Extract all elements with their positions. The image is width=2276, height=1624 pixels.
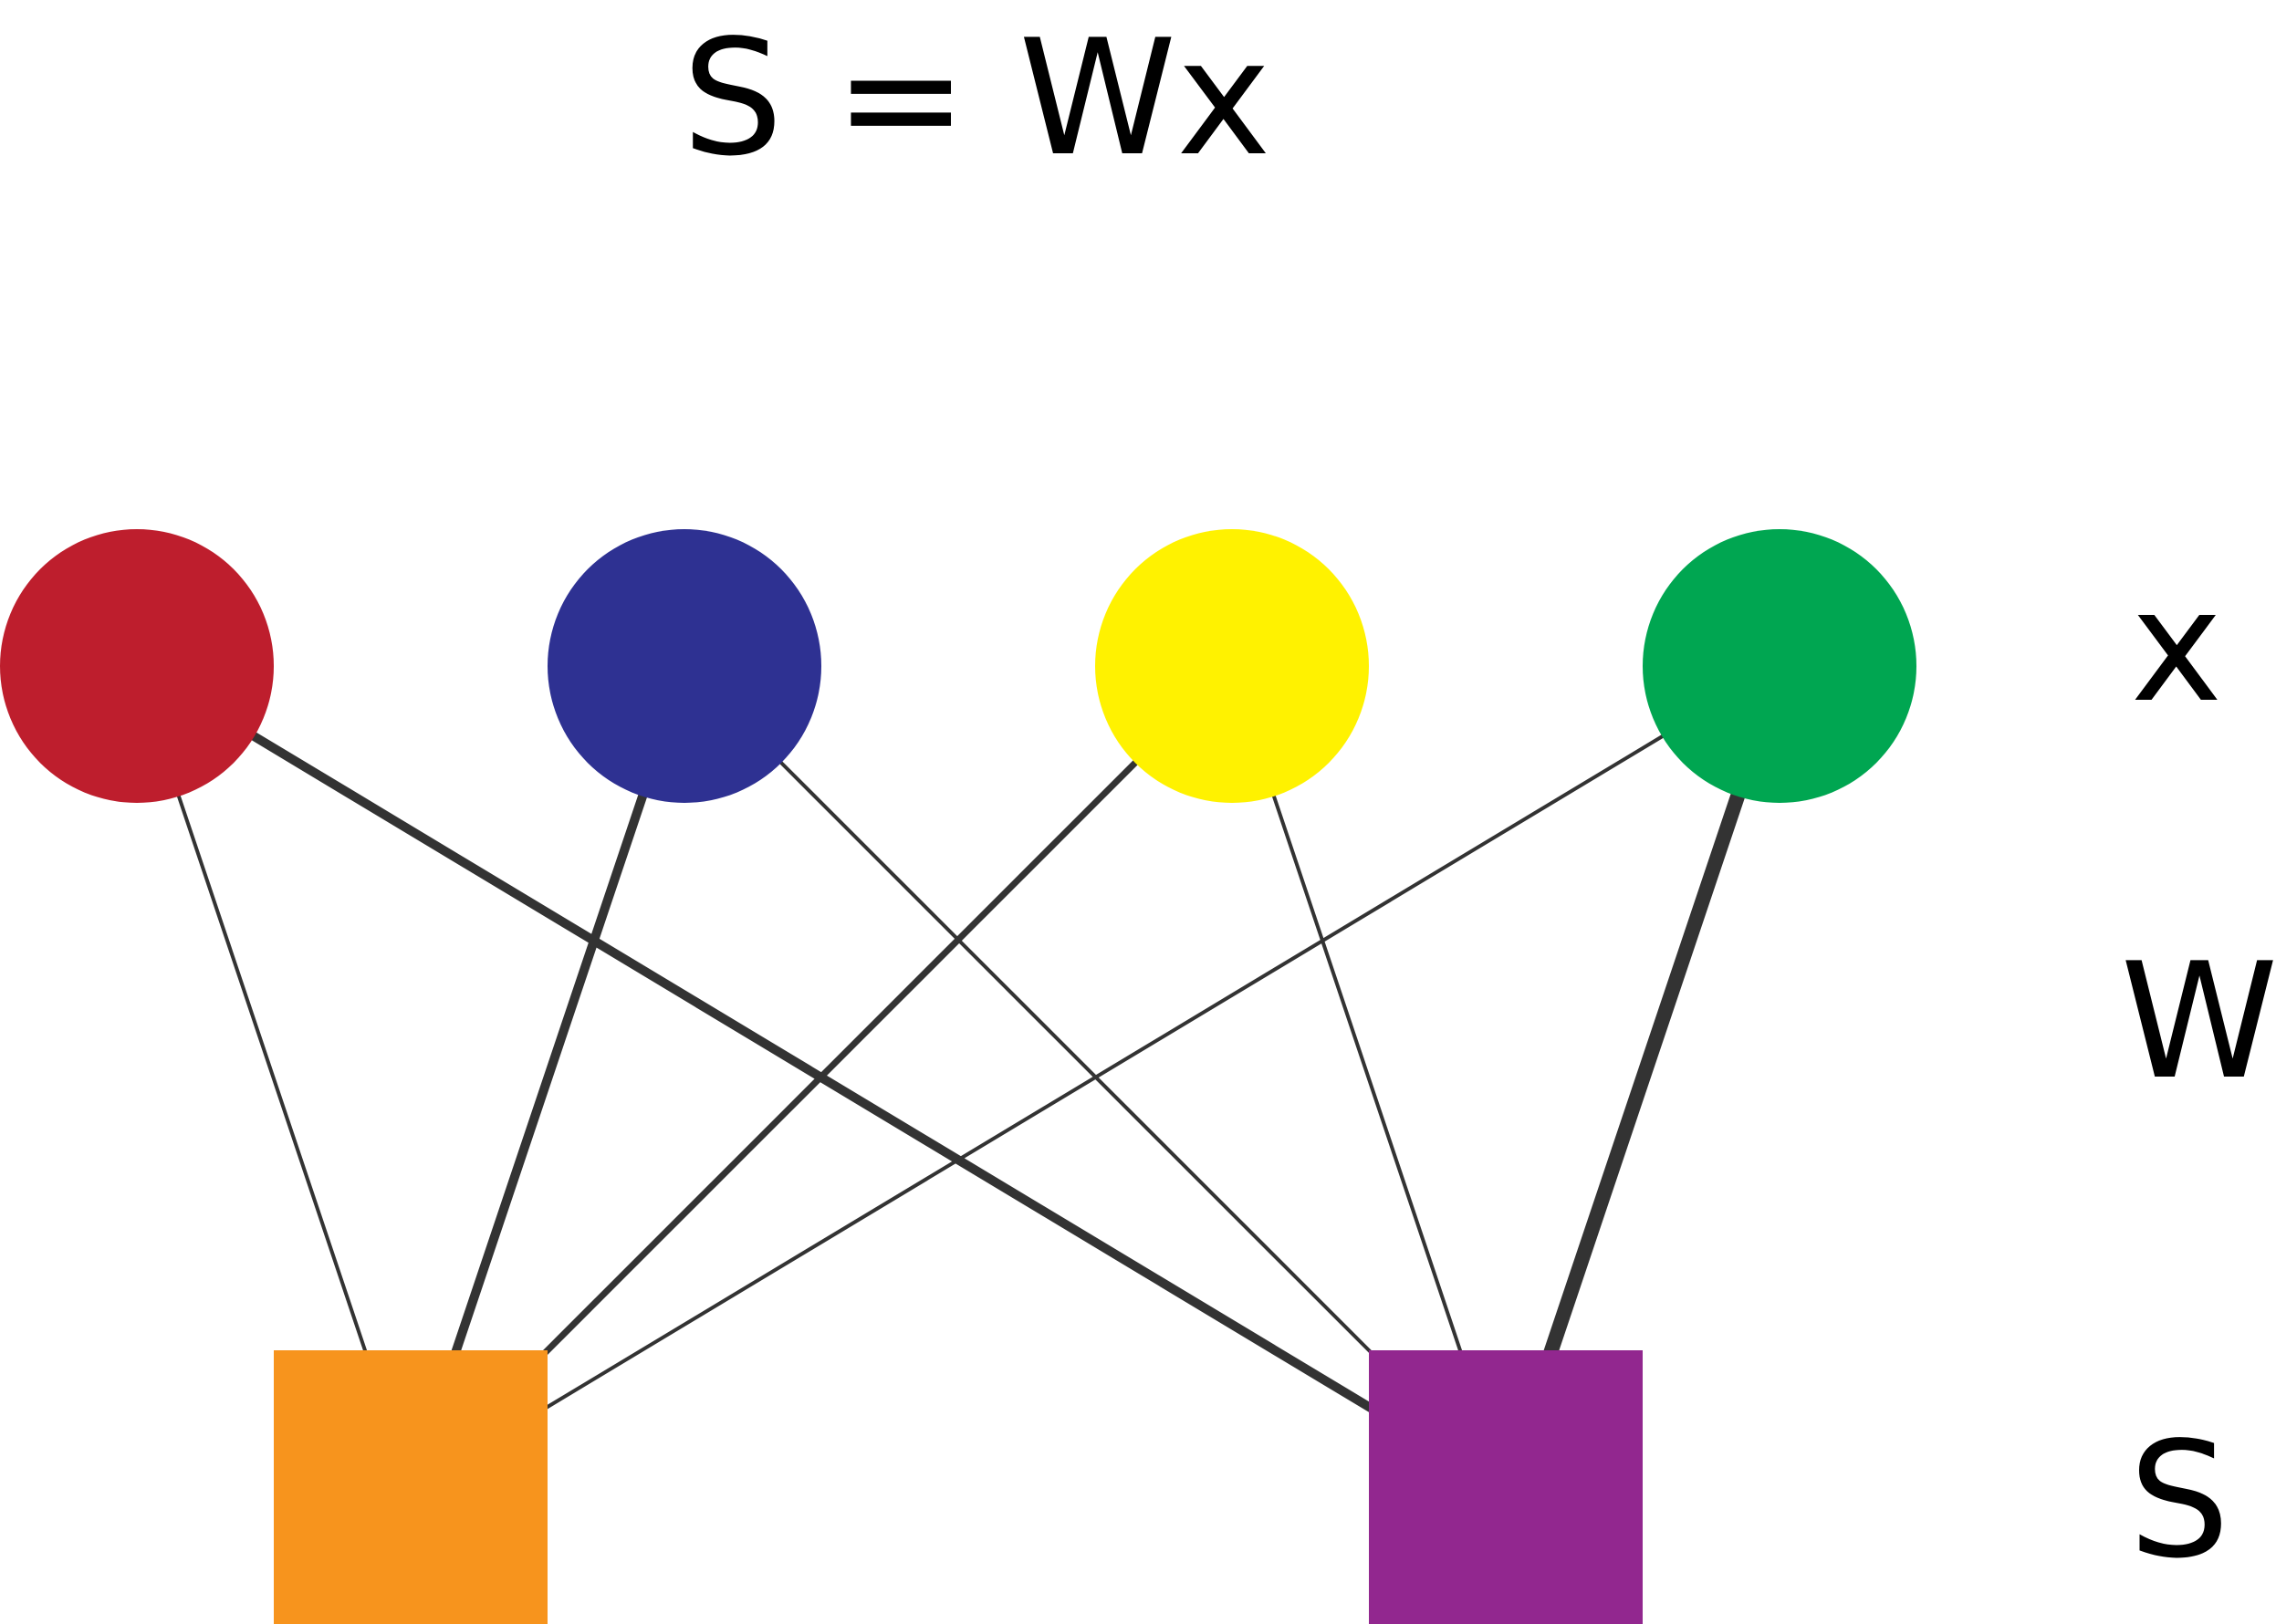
edge-x1-s1: [176, 793, 371, 1365]
edge-x2-s2: [778, 760, 1375, 1357]
equation-label: S = Wx: [682, 6, 1271, 192]
input-node-x4: [1643, 529, 1916, 803]
input-node-x3: [1095, 529, 1369, 803]
output-node-s1: [274, 1350, 548, 1624]
row-label-x: x: [2131, 557, 2223, 737]
edge-x1-s2: [248, 730, 1376, 1414]
edge-x3-s1: [540, 759, 1139, 1358]
edge-x4-s1: [541, 733, 1667, 1411]
row-label-s: S: [2128, 1409, 2229, 1594]
nodes: [0, 529, 1916, 1624]
output-node-s2: [1369, 1350, 1643, 1624]
input-node-x1: [0, 529, 274, 803]
input-node-x2: [548, 529, 821, 803]
row-label-w: W: [2120, 930, 2276, 1115]
weight-edges: [176, 730, 1746, 1414]
edge-x4-s2: [1540, 791, 1746, 1367]
edge-x3-s2: [1271, 793, 1467, 1365]
edge-x2-s1: [447, 792, 648, 1366]
